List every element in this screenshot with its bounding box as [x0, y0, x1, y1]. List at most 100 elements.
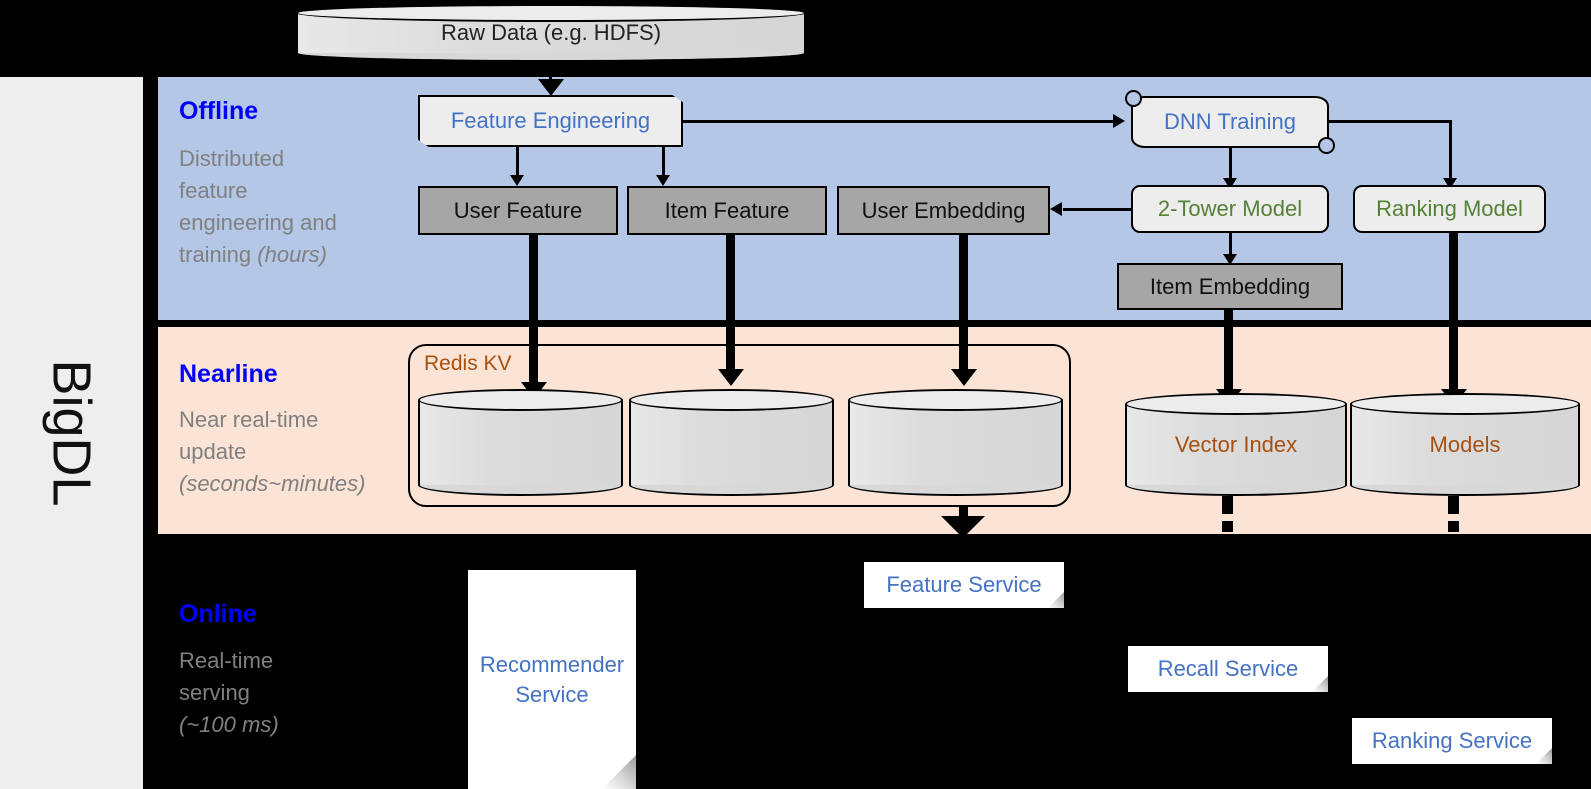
page-fold-icon: [1312, 676, 1328, 692]
store-user-feature[interactable]: [418, 389, 623, 496]
offline-sub-line-1: Distributed: [179, 146, 285, 171]
edge-dnn-twotower: [1229, 148, 1232, 181]
edge-twotower-userembedding: [1063, 208, 1133, 211]
arrowhead-dnn-ranking: [1443, 178, 1457, 189]
arrowhead-twotower-itemembedding: [1223, 254, 1237, 265]
node-dnn-training[interactable]: DNN Training: [1125, 90, 1335, 154]
item-feature-label: Item Feature: [664, 197, 790, 223]
arrowhead-rawdata-fe: [538, 79, 564, 96]
pipe-user-embedding: [959, 235, 968, 375]
edge-fe-itemfeature: [662, 147, 665, 178]
store-item-feature[interactable]: [629, 389, 834, 496]
pipe-item-feature: [726, 235, 735, 375]
page-fold-icon: [1536, 748, 1552, 764]
store-user-embedding-label: [848, 389, 1063, 496]
node-user-feature[interactable]: User Feature: [418, 186, 618, 235]
nearline-band-subtitle: Near real-time update (seconds~minutes): [179, 404, 409, 500]
redis-kv-container: [408, 344, 1071, 507]
arrowhead-fe-itemfeature: [656, 175, 670, 186]
recommender-service-label: Recommender Service: [479, 651, 625, 707]
feature-engineering-label: Feature Engineering: [450, 108, 651, 133]
node-ranking-service[interactable]: Ranking Service: [1352, 718, 1552, 764]
edge-dnn-ranking-v: [1449, 120, 1452, 182]
pipe-user-feature: [529, 235, 538, 390]
node-two-tower-model[interactable]: 2-Tower Model: [1131, 185, 1329, 233]
store-models[interactable]: Models: [1350, 393, 1580, 496]
nearline-band-title: Nearline: [179, 360, 278, 388]
cylinder-body: [1125, 404, 1347, 485]
dnn-training-label: DNN Training: [1163, 109, 1297, 134]
cylinder-body: [1350, 404, 1580, 485]
store-user-feature-label: [418, 389, 623, 496]
pipe-models-dash-1: [1448, 496, 1459, 514]
vector-index-label: Vector Index: [1174, 431, 1298, 457]
arrowhead-twotower-userembedding: [1050, 202, 1062, 216]
pipe-ranking-model: [1449, 233, 1458, 395]
edge-twotower-itemembedding: [1229, 233, 1232, 258]
cylinder-top: [296, 4, 806, 22]
offline-sub-line-4: training: [179, 242, 258, 267]
pipe-models-dash-2: [1448, 521, 1459, 532]
user-feature-label: User Feature: [453, 197, 583, 223]
cylinder-top: [418, 389, 623, 411]
offline-band-subtitle: Distributed feature engineering and trai…: [179, 143, 394, 271]
bigdl-brand-label: BigDL: [0, 77, 143, 789]
cylinder-body: [848, 400, 1063, 485]
online-sub-line-2: serving: [179, 680, 250, 705]
ranking-model-label: Ranking Model: [1376, 196, 1523, 221]
page-fold-icon: [1048, 592, 1064, 608]
online-sub-line-1: Real-time: [179, 648, 274, 673]
store-vector-index[interactable]: Vector Index: [1125, 393, 1347, 496]
models-label: Models: [1429, 431, 1501, 457]
cylinder-top: [1350, 393, 1580, 415]
offline-sub-italic: (hours): [257, 242, 327, 267]
user-embedding-label: User Embedding: [861, 197, 1026, 223]
store-user-embedding[interactable]: [848, 389, 1063, 496]
node-item-feature[interactable]: Item Feature: [627, 186, 827, 235]
edge-dnn-ranking-h: [1329, 120, 1451, 123]
online-band-subtitle: Real-time serving (~100 ms): [179, 645, 394, 741]
store-item-feature-label: [629, 389, 834, 496]
bigdl-rail: BigDL: [0, 77, 143, 789]
feature-service-label: Feature Service: [886, 572, 1042, 597]
edge-fe-userfeature: [516, 147, 519, 178]
pipe-vector-index-dash-1: [1222, 496, 1233, 514]
node-feature-engineering[interactable]: Feature Engineering: [418, 95, 683, 147]
node-recommender-service[interactable]: Recommender Service: [468, 570, 636, 789]
node-feature-service[interactable]: Feature Service: [864, 562, 1064, 608]
offline-sub-line-2: feature: [179, 178, 248, 203]
edge-rawdata-fe: [549, 62, 552, 84]
cylinder-top: [848, 389, 1063, 411]
online-sub-italic: (~100 ms): [179, 712, 279, 737]
arrowhead-pipe-item-feature: [718, 369, 744, 386]
pipe-item-embedding: [1224, 310, 1233, 395]
bigdl-brand-text: BigDL: [41, 359, 102, 507]
arrowhead-pipe-user-embedding: [951, 369, 977, 386]
pipe-vector-index-dash-2: [1222, 521, 1233, 532]
arrowhead-redis-feature-service: [941, 516, 985, 538]
arrowhead-fe-userfeature: [510, 175, 524, 186]
cylinder-body: [418, 400, 623, 485]
arrowhead-dnn-twotower: [1223, 178, 1237, 189]
pipe-redis-feature-service: [959, 507, 968, 520]
page-fold-icon: [602, 755, 636, 789]
raw-data-label: Raw Data (e.g. HDFS): [440, 20, 662, 45]
online-band-title: Online: [179, 600, 257, 628]
redis-kv-label: Redis KV: [424, 352, 512, 375]
two-tower-model-label: 2-Tower Model: [1157, 196, 1303, 221]
cylinder-body: [629, 400, 834, 485]
node-ranking-model[interactable]: Ranking Model: [1353, 185, 1546, 233]
cylinder-top: [629, 389, 834, 411]
node-recall-service[interactable]: Recall Service: [1128, 646, 1328, 692]
node-item-embedding[interactable]: Item Embedding: [1117, 263, 1343, 310]
node-user-embedding[interactable]: User Embedding: [837, 186, 1050, 235]
offline-band-title: Offline: [179, 97, 259, 125]
edge-fe-dnn: [683, 120, 1113, 123]
arrowhead-fe-dnn: [1113, 114, 1125, 128]
nearline-sub-line-1: Near real-time: [179, 407, 319, 432]
cylinder-top: [1125, 393, 1347, 415]
nearline-sub-line-2: update: [179, 439, 247, 464]
offline-sub-line-3: engineering and: [179, 210, 337, 235]
nearline-sub-italic: (seconds~minutes): [179, 471, 366, 496]
